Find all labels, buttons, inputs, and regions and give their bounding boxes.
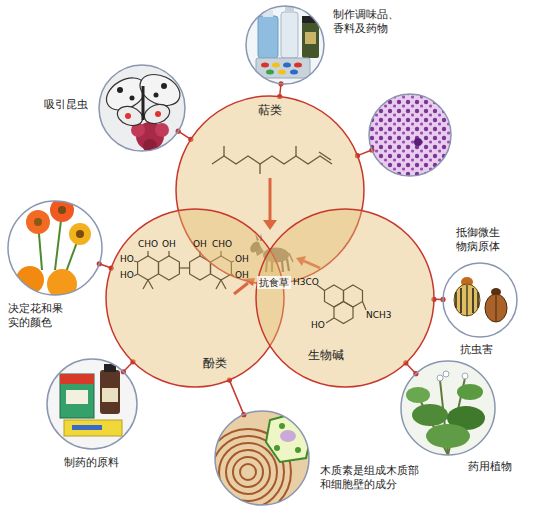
function-circle: 抵御微生物病原体 [368, 93, 452, 177]
chemical-group: CHO [138, 240, 158, 249]
chemical-group: HO [120, 255, 134, 264]
function-label: 木质素是组成木质部和细胞壁的成分 [320, 464, 424, 492]
function-circle-outline [98, 64, 186, 152]
circle-shape [246, 6, 324, 84]
function-label: 决定花和果实的颜色 [8, 302, 68, 330]
chemical-group: OH [193, 240, 207, 249]
connector-line [229, 380, 243, 415]
function-circle: 制药的原料 [46, 358, 138, 450]
function-label: 吸引昆虫 [44, 98, 88, 112]
chemical-group: OH [235, 271, 249, 280]
chemical-group: OH [162, 240, 176, 249]
function-circle: 吸引昆虫 [98, 64, 186, 152]
butterfly-photo [95, 60, 190, 155]
function-circle-outline [442, 262, 518, 338]
function-circle: 制作调味品、香料及药物 [245, 5, 325, 85]
circle-shape [8, 201, 102, 295]
flower-photo [5, 198, 105, 299]
circle-shape [443, 263, 517, 337]
function-circle-outline [368, 93, 452, 177]
class-circle-outline [255, 208, 435, 388]
function-circle-outline [7, 200, 103, 296]
class-name: 酚类 [203, 356, 227, 371]
function-label: 制作调味品、香料及药物 [333, 8, 401, 36]
center-text: 抗食草 [259, 276, 289, 289]
function-circle-outline [214, 410, 310, 506]
circle-shape [47, 359, 137, 449]
wood-photo [205, 408, 312, 512]
function-circle-outline [46, 358, 138, 450]
chemical-group: CHO [212, 240, 232, 249]
class-name: 生物碱 [308, 348, 344, 363]
center-label: 抗食草 [257, 276, 291, 289]
chemical-group: HO [120, 271, 134, 280]
function-circle-outline [400, 360, 496, 456]
function-circle: 决定花和果实的颜色 [7, 200, 103, 296]
spice-photo [240, 0, 330, 90]
circle-shape [99, 65, 185, 151]
medicine-photo [45, 358, 140, 453]
connector [227, 377, 247, 417]
function-circle: 药用植物 [400, 360, 496, 456]
function-label: 抗虫害 [460, 343, 493, 357]
function-label: 药用植物 [468, 460, 512, 474]
plant-photo [398, 358, 498, 458]
class-circle: 生物碱 [255, 208, 435, 388]
chemical-group: OH [235, 255, 249, 264]
chemical-group: HO [311, 321, 325, 330]
function-label: 抵御微生物病原体 [456, 226, 504, 254]
beetle-photo [440, 260, 520, 340]
circle-shape [215, 411, 309, 505]
chemical-group: H3CO [293, 278, 319, 287]
chemical-group: NCH3 [366, 311, 392, 320]
circle-shape [256, 209, 434, 387]
function-circle: 木质素是组成木质部和细胞壁的成分 [214, 410, 310, 506]
function-circle-outline [245, 5, 325, 85]
circle-shape [401, 361, 495, 455]
class-name: 萜类 [258, 103, 282, 118]
function-label: 制药的原料 [64, 456, 119, 470]
microbe-photo [365, 90, 455, 180]
circle-shape [369, 94, 451, 176]
function-circle: 抗虫害 [442, 262, 518, 338]
